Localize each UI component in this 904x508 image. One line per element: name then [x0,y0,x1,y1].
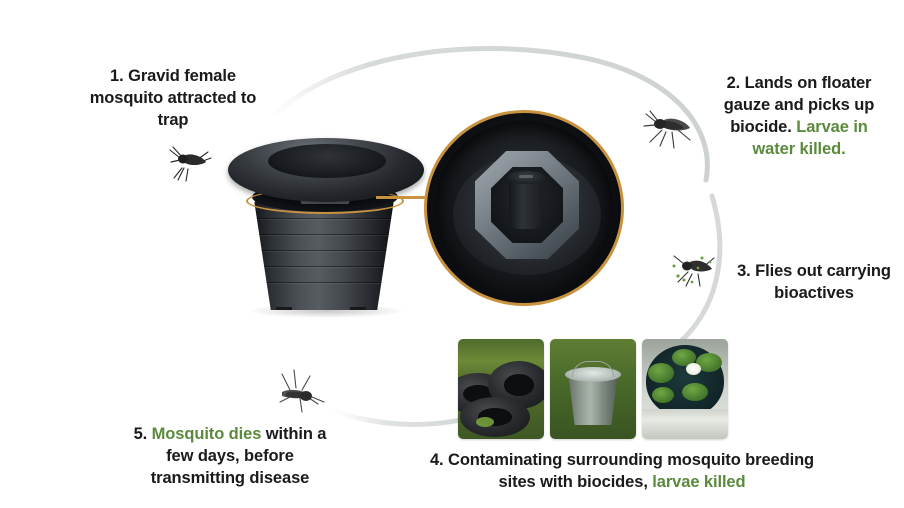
step-1-line-1: 1. Gravid female [110,67,236,85]
magnified-trap-interior [424,110,624,306]
step-1-callout: 1. Gravid female mosquito attracted to t… [78,66,268,132]
step-1-line-2: mosquito attracted to [89,88,257,107]
step-4-callout: 4. Contaminating surrounding mosquito br… [412,450,832,494]
step-3-line-2: bioactives [774,283,854,302]
dead-mosquito [279,369,325,413]
water-lily-container-photo [642,339,728,439]
step-5-line-1-rest: within a [261,425,327,443]
orange-zoom-connector-line [376,196,454,199]
mosquito-trap-figure [228,138,424,318]
step-2-line-3: biocide. [730,117,792,136]
bucket-handle [572,361,614,377]
discarded-tyres-photo [458,339,544,439]
mosquito-carrying-bioactives [672,255,715,287]
step-3-callout: 3. Flies out carrying bioactives [728,261,900,305]
metal-bucket-water-photo [550,339,636,439]
mosquito-landing-on-gauze [643,110,691,149]
magnifier-post-slot [519,175,533,178]
step-2-callout: 2. Lands on floater gauze and picks up b… [706,73,892,161]
trap-funnel-opening [268,144,386,178]
step-3-line-1: 3. Flies out carrying [737,262,891,280]
step-2-line-2: gauze and picks up [723,95,875,114]
trap-bucket-body [254,200,394,310]
lily-flower [686,363,701,375]
breeding-site-photo-strip [458,339,730,439]
mosquito-approaching-trap [169,146,212,182]
step-5-highlight: Mosquito dies [151,425,262,443]
tub-rim [642,409,728,439]
step-4-highlight: larvae killed [652,472,746,491]
step-4-line-1: 4. Contaminating surrounding mosquito br… [429,451,815,469]
step-5-line-3: transmitting disease [150,468,310,487]
step-5-prefix: 5. [133,425,152,443]
step-2-line-1: 2. Lands on floater [726,74,872,92]
step-2-highlight-2: water killed. [752,139,846,158]
step-5-callout: 5. Mosquito dies within a few days, befo… [104,424,356,490]
step-2-highlight-1: Larvae in [796,117,868,136]
step-5-line-2: few days, before [166,446,294,465]
step-4-line-2: sites with biocides, [498,472,648,491]
trap-funnel-lid [228,138,424,202]
step-1-line-3: trap [157,110,189,129]
magnifier-center-post [509,175,543,229]
